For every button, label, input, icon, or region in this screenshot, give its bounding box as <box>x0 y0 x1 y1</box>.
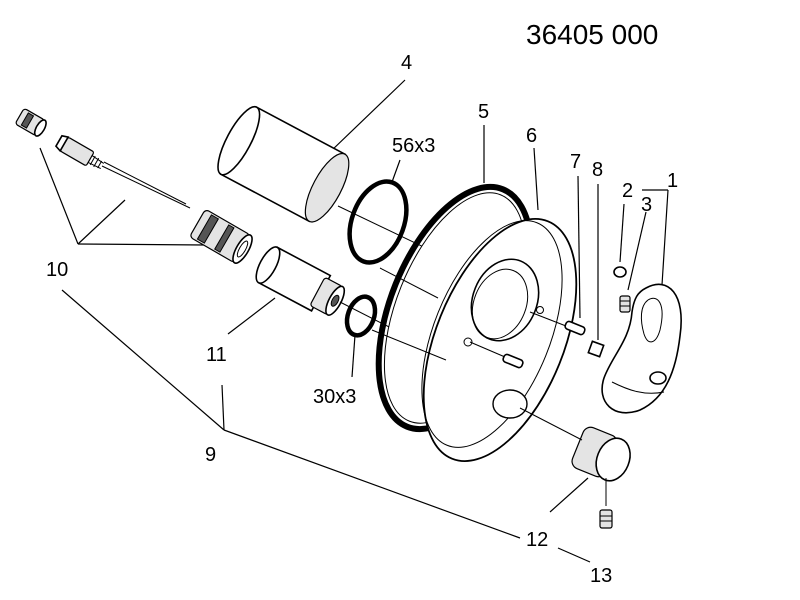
callout-7: 7 <box>570 151 581 173</box>
callout-11: 11 <box>206 344 227 366</box>
callout-12: 12 <box>526 529 548 551</box>
leader-lines <box>39 79 669 563</box>
callout-13: 13 <box>590 565 612 587</box>
cover-sleeve <box>217 105 350 223</box>
callout-9: 9 <box>205 444 216 466</box>
callout-10: 10 <box>46 259 68 281</box>
callout-oring-large: 56x3 <box>392 135 435 157</box>
knob-screw <box>599 478 613 529</box>
callout-4: 4 <box>401 52 412 74</box>
oring-small <box>344 294 378 338</box>
cap-plug <box>613 266 627 278</box>
lever-handle <box>601 283 682 414</box>
callout-8: 8 <box>592 159 603 181</box>
callout-1: 1 <box>667 170 678 192</box>
callout-labels: 4 5 6 56x3 7 8 2 3 1 10 11 30x3 9 12 13 <box>46 52 678 587</box>
callout-3: 3 <box>641 194 652 216</box>
diverter-knob <box>571 426 631 482</box>
screws <box>469 311 586 369</box>
cartridge-assembly <box>15 108 253 264</box>
grub-screw <box>619 295 631 313</box>
callout-5: 5 <box>478 101 489 123</box>
oring-large <box>347 179 409 265</box>
callout-2: 2 <box>622 180 633 202</box>
escutcheon-plate <box>421 218 578 462</box>
part-number-label: 36405 000 <box>526 19 658 50</box>
callout-6: 6 <box>526 125 537 147</box>
extension-sleeve <box>255 246 346 316</box>
clip <box>587 340 605 358</box>
callout-oring-small: 30x3 <box>313 386 356 408</box>
